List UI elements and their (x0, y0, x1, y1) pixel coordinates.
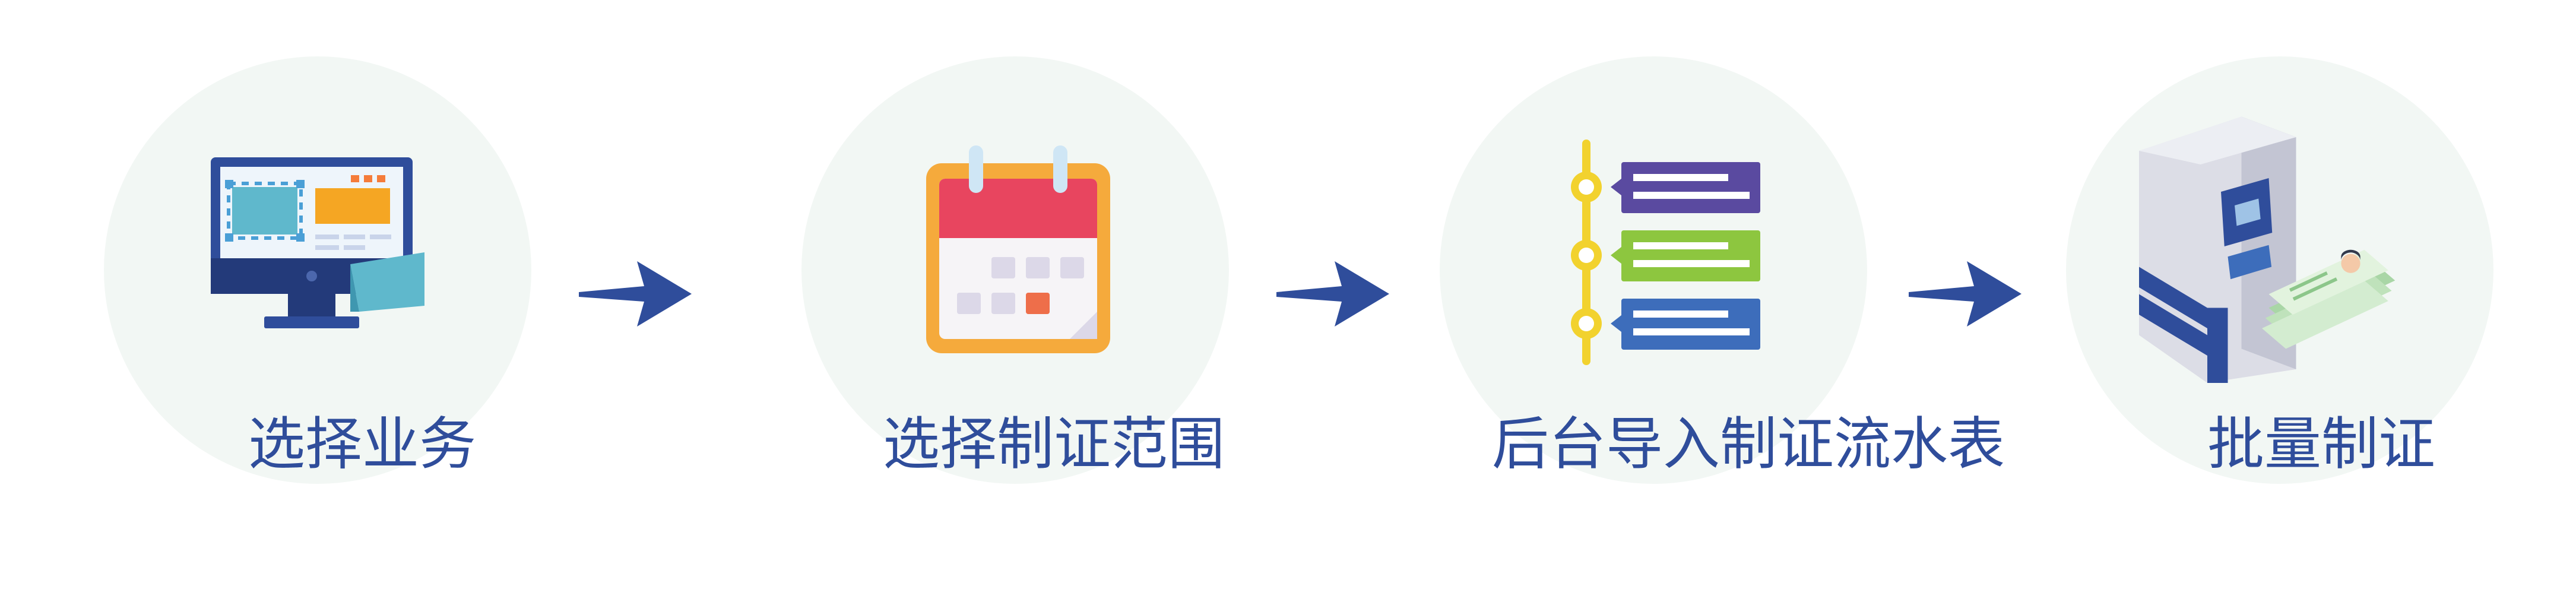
kiosk-card-icon (2139, 116, 2396, 383)
step-import-table: 后台导入制证流水表 (1440, 56, 2005, 484)
step-select-scope: 选择制证范围 (801, 56, 1229, 484)
step-batch-issue: 批量制证 (2066, 56, 2493, 484)
arrow-right-icon (1909, 261, 2021, 327)
arrow-right-icon (1276, 261, 1389, 327)
step-select-business: 选择业务 (104, 56, 531, 484)
step-label: 后台导入制证流水表 (1492, 411, 2005, 477)
monitor-icon (211, 157, 424, 328)
timeline-list-icon (1571, 140, 1760, 365)
arrow-right-icon (579, 261, 692, 327)
step-label: 选择业务 (248, 411, 476, 477)
step-label: 批量制证 (2207, 411, 2435, 477)
step-label: 选择制证范围 (883, 411, 1225, 477)
calendar-icon (926, 145, 1110, 353)
